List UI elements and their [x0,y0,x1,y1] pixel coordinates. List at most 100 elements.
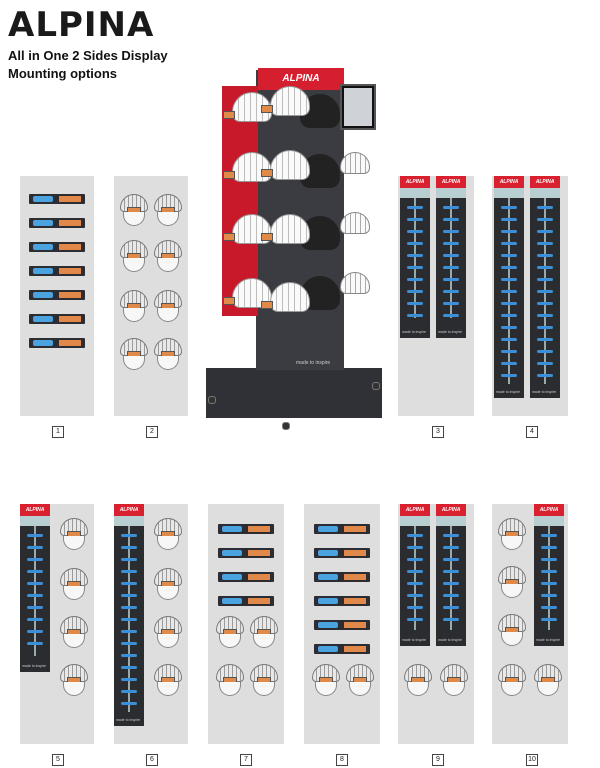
sunglass-item [121,546,137,549]
sunglass-item [537,338,553,341]
sunglass-item [443,534,459,537]
sunglass-item [27,570,43,573]
sunglass-item [541,594,557,597]
helmet-item [312,664,340,696]
helmet-item [404,664,432,696]
page-title: All in One 2 Sides Display [8,48,168,63]
sunglass-item [443,582,459,585]
wheel [282,422,290,430]
display-brand: ALPINA [282,73,320,84]
sunglass-item [121,678,137,681]
goggle-item [314,620,370,630]
display-base [206,368,382,418]
display-header: ALPINA [258,68,344,90]
option-number: 1 [52,426,64,438]
sunglass-item [407,582,423,585]
sunglass-item [121,654,137,657]
goggle-item [314,548,370,558]
goggle-item [29,242,85,252]
sunglass-item [443,218,459,221]
sunglass-item [537,206,553,209]
goggle-item [314,596,370,606]
option-number: 5 [52,754,64,766]
sunglass-item [407,266,423,269]
display-screen [340,84,376,130]
sunglass-item [121,702,137,705]
sunglass-item [121,630,137,633]
sunglass-item [27,594,43,597]
sunglass-item [501,206,517,209]
helmet-item [250,664,278,696]
sunglass-item [443,618,459,621]
helmet-item [440,664,468,696]
sunglass-item [121,666,137,669]
helmet-item [154,664,182,696]
goggle-item [218,572,274,582]
sunglass-item [407,594,423,597]
helmet-item [346,664,374,696]
sunglass-item [407,618,423,621]
sunglass-item [407,206,423,209]
sunglass-item [407,558,423,561]
helmet-item [154,616,182,648]
helmet-item [154,518,182,550]
sunglass-item [537,254,553,257]
sunglass-item [121,642,137,645]
sunglass-item [501,350,517,353]
helmet-item [60,568,88,600]
sunglass-item [443,606,459,609]
sunglass-item [541,618,557,621]
option-number: 6 [146,754,158,766]
goggle-item [314,524,370,534]
sunglass-item [407,302,423,305]
option-2-panel [114,176,188,416]
sunglass-item [541,534,557,537]
sunglass-item [501,278,517,281]
sunglass-item [121,690,137,693]
helmet-item [223,152,272,182]
helmet-item [154,194,182,226]
helmet-item [154,290,182,322]
sunglass-item [537,350,553,353]
sunglass-item [407,290,423,293]
sunglass-item [27,558,43,561]
sunglass-item [541,606,557,609]
sunglass-item [443,254,459,257]
sunglass-item [407,278,423,281]
sunglass-item [501,290,517,293]
helmet-item [340,212,370,234]
sunglass-item [407,314,423,317]
display-red-panel [222,86,258,316]
sunglass-item [501,242,517,245]
option-number: 8 [336,754,348,766]
option-8-panel [304,504,380,744]
sunglass-item [537,242,553,245]
sunglass-item [501,374,517,377]
sunglass-item [537,266,553,269]
sunglass-item [537,314,553,317]
sunglass-item [121,570,137,573]
helmet-item [498,566,526,598]
sunglass-item [407,254,423,257]
sunglass-item [27,606,43,609]
option-7-panel [208,504,284,744]
helmet-item [216,616,244,648]
helmet-item [60,616,88,648]
sunglass-item [501,302,517,305]
goggle-item [29,290,85,300]
helmet-item [340,272,370,294]
helmet-item [250,616,278,648]
sunglass-item [407,534,423,537]
sunglass-item [27,582,43,585]
helmet-item [340,152,370,174]
sunglass-item [541,570,557,573]
sunglass-item [27,630,43,633]
sunglass-item [443,278,459,281]
